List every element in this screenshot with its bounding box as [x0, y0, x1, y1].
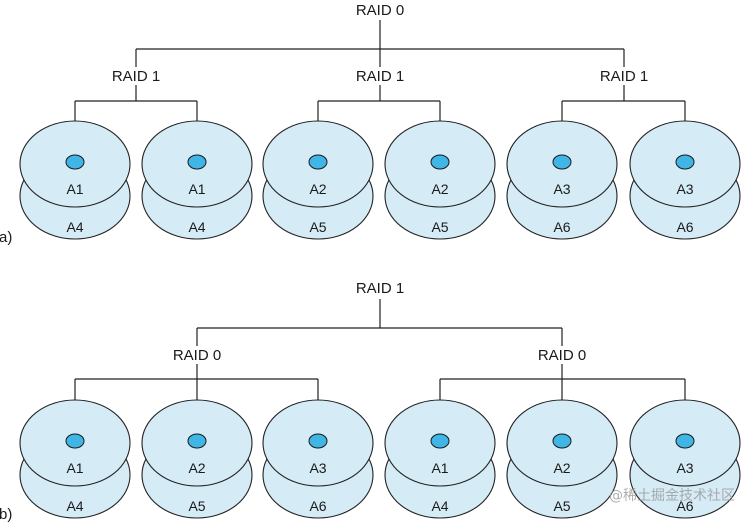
disk-spindle-icon — [65, 154, 85, 170]
disk-spindle-icon — [675, 154, 695, 170]
disk-b3: A3 A6 — [262, 399, 374, 519]
disk-b5: A2 A5 — [506, 399, 618, 519]
disk-top-label: A3 — [309, 460, 326, 476]
diagram-a-group-3-label: RAID 1 — [600, 68, 648, 85]
disk-spindle-icon — [552, 154, 572, 170]
diagram-a-group-1-label: RAID 1 — [112, 68, 160, 85]
disk-a1: A1 A4 — [19, 120, 131, 240]
disk-top-label: A1 — [66, 181, 83, 197]
disk-b6: A3 A6 — [629, 399, 741, 519]
disk-top-label: A1 — [188, 181, 205, 197]
diagram-a-panel-label: a) — [0, 229, 12, 246]
disk-bottom-label: A5 — [309, 219, 326, 235]
diagram-a-group-2-label: RAID 1 — [356, 68, 404, 85]
disk-bottom-label: A6 — [676, 219, 693, 235]
diagram-a-root-label: RAID 0 — [356, 2, 404, 19]
disk-top-label: A3 — [676, 460, 693, 476]
disk-top-label: A1 — [431, 460, 448, 476]
disk-b2: A2 A5 — [141, 399, 253, 519]
disk-top-label: A2 — [431, 181, 448, 197]
disk-bottom-label: A5 — [188, 498, 205, 514]
diagram-b-group-1-label: RAID 0 — [173, 347, 221, 364]
disk-bottom-label: A6 — [309, 498, 326, 514]
disk-top-label: A2 — [188, 460, 205, 476]
diagram-b-group-2-label: RAID 0 — [538, 347, 586, 364]
disk-spindle-icon — [430, 433, 450, 449]
disk-spindle-icon — [675, 433, 695, 449]
disk-a2: A1 A4 — [141, 120, 253, 240]
disk-spindle-icon — [65, 433, 85, 449]
disk-a3: A2 A5 — [262, 120, 374, 240]
disk-b1: A1 A4 — [19, 399, 131, 519]
disk-bottom-label: A4 — [188, 219, 205, 235]
disk-b4: A1 A4 — [384, 399, 496, 519]
disk-bottom-label: A6 — [553, 219, 570, 235]
disk-top-label: A2 — [309, 181, 326, 197]
diagram-b-panel-label: b) — [0, 506, 12, 522]
disk-bottom-label: A4 — [431, 498, 448, 514]
disk-top-label: A3 — [676, 181, 693, 197]
disk-spindle-icon — [308, 433, 328, 449]
disk-top-label: A3 — [553, 181, 570, 197]
disk-top-label: A2 — [553, 460, 570, 476]
disk-spindle-icon — [430, 154, 450, 170]
disk-spindle-icon — [187, 433, 207, 449]
disk-spindle-icon — [308, 154, 328, 170]
disk-spindle-icon — [187, 154, 207, 170]
disk-spindle-icon — [552, 433, 572, 449]
watermark: @稀土掘金技术社区 — [609, 488, 735, 504]
diagram-a: a) RAID 0 RAID 1 RAID 1 RAID 1 A1 A4 A1 … — [0, 2, 741, 246]
disk-bottom-label: A6 — [676, 498, 693, 514]
disk-bottom-label: A4 — [66, 498, 83, 514]
disk-bottom-label: A4 — [66, 219, 83, 235]
disk-top-label: A1 — [66, 460, 83, 476]
diagram-b-root-label: RAID 1 — [356, 280, 404, 297]
disk-bottom-label: A5 — [431, 219, 448, 235]
disk-bottom-label: A5 — [553, 498, 570, 514]
disk-a4: A2 A5 — [384, 120, 496, 240]
disk-a5: A3 A6 — [506, 120, 618, 240]
disk-a6: A3 A6 — [629, 120, 741, 240]
diagram-b: b) RAID 1 RAID 0 RAID 0 A1 A4 A2 A5 A3 A… — [0, 280, 741, 522]
